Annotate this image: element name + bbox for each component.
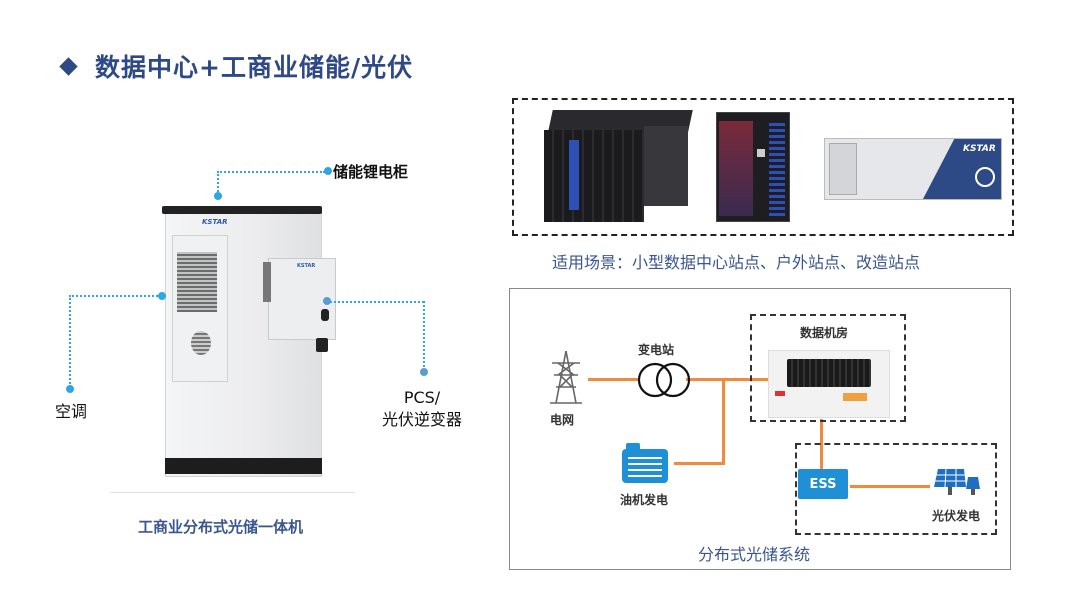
cabinet-base — [165, 458, 322, 474]
product-caption: 工商业分布式光储一体机 — [138, 518, 304, 536]
red-unit — [775, 391, 785, 396]
micro-module-datacenter-image — [544, 110, 694, 222]
wire-ess-pv — [850, 485, 930, 488]
callout-dot-pcs — [323, 297, 331, 305]
ess-label: ESS — [809, 476, 837, 492]
wire-substation-datacenter — [686, 378, 768, 381]
callout-dot-pcs-end — [420, 368, 428, 376]
callout-dot-ac-end — [66, 385, 74, 393]
callout-line-ac-v — [69, 295, 71, 387]
cabinet-illustration: KSTAR KSTAR — [110, 200, 360, 495]
floor-line — [110, 492, 355, 493]
pcs-logo: KSTAR — [297, 263, 316, 269]
label-substation: 变电站 — [638, 343, 675, 357]
transmission-tower-icon — [550, 350, 582, 404]
wire-datacenter-ess — [820, 419, 823, 474]
label-diesel: 油机发电 — [620, 493, 669, 507]
wire-diesel — [674, 462, 725, 465]
callout-line-battery-v — [217, 171, 219, 195]
pcs-connector — [316, 338, 328, 352]
container-door — [829, 143, 857, 195]
rack-red-door — [719, 121, 753, 216]
air-conditioner-unit — [172, 235, 228, 382]
label-pcs-line1: PCS/ — [403, 388, 441, 407]
ess-block: ESS — [798, 469, 848, 499]
rack-right-panel — [769, 121, 785, 216]
label-pcs-line2: 光伏逆变器 — [381, 410, 462, 429]
micro-module-side — [644, 126, 688, 206]
container-logo: KSTAR — [963, 144, 996, 154]
diamond-bullet-icon — [59, 56, 78, 76]
diesel-generator-icon — [622, 443, 668, 483]
callout-line-pcs-h — [330, 301, 424, 303]
wire-grid-substation — [588, 378, 640, 381]
rack-row — [787, 359, 871, 387]
callout-dot-battery — [214, 192, 222, 200]
label-battery-cabinet: 储能锂电柜 — [333, 163, 409, 181]
page-title: 数据中心+工商业储能/光伏 — [58, 48, 413, 84]
ups-unit — [843, 393, 867, 401]
pcs-side-bracket — [263, 262, 271, 302]
cabinet-logo: KSTAR — [202, 218, 228, 226]
scenario-products-box: KSTAR — [512, 98, 1014, 236]
solar-panel-icon — [934, 468, 980, 495]
label-pv: 光伏发电 — [932, 509, 981, 523]
scenario-caption: 适用场景：小型数据中心站点、户外站点、改造站点 — [552, 253, 921, 272]
callout-dot-ac — [158, 292, 166, 300]
label-pcs: PCS/ 光伏逆变器 — [372, 387, 472, 431]
transformer-icon — [637, 362, 691, 398]
label-grid: 电网 — [550, 413, 575, 427]
rack-cabinet-image — [716, 112, 790, 222]
micro-module-blue-strip — [569, 140, 579, 210]
callout-line-pcs-v — [423, 301, 425, 371]
container-emblem-icon — [975, 167, 995, 187]
callout-line-ac-h — [69, 295, 161, 297]
diagram-caption: 分布式光储系统 — [698, 545, 811, 564]
datacenter-room-image — [768, 350, 890, 418]
cabinet-top — [162, 206, 322, 214]
container-datacenter-image: KSTAR — [824, 138, 1002, 200]
datacenter-box: 数据机房 — [750, 314, 906, 422]
micro-module-front — [544, 130, 644, 222]
wire-branch-vertical — [722, 378, 725, 464]
callout-line-battery-h — [217, 171, 325, 173]
ac-grille — [177, 252, 217, 312]
system-diagram: 电网 变电站 油机发电 数据机房 ESS 光伏发电 分布式光储系统 — [509, 288, 1011, 570]
ess-pv-box — [795, 443, 997, 535]
label-air-conditioner: 空调 — [55, 402, 88, 421]
generator-fins — [628, 455, 662, 477]
pcs-display — [321, 309, 329, 321]
rack-screen — [757, 149, 765, 157]
callout-dot-battery-end — [324, 167, 332, 175]
generator-top — [626, 443, 640, 449]
page-title-text: 数据中心+工商业储能/光伏 — [95, 53, 414, 82]
ac-fan-vent — [191, 331, 211, 355]
label-datacenter: 数据机房 — [800, 326, 849, 340]
